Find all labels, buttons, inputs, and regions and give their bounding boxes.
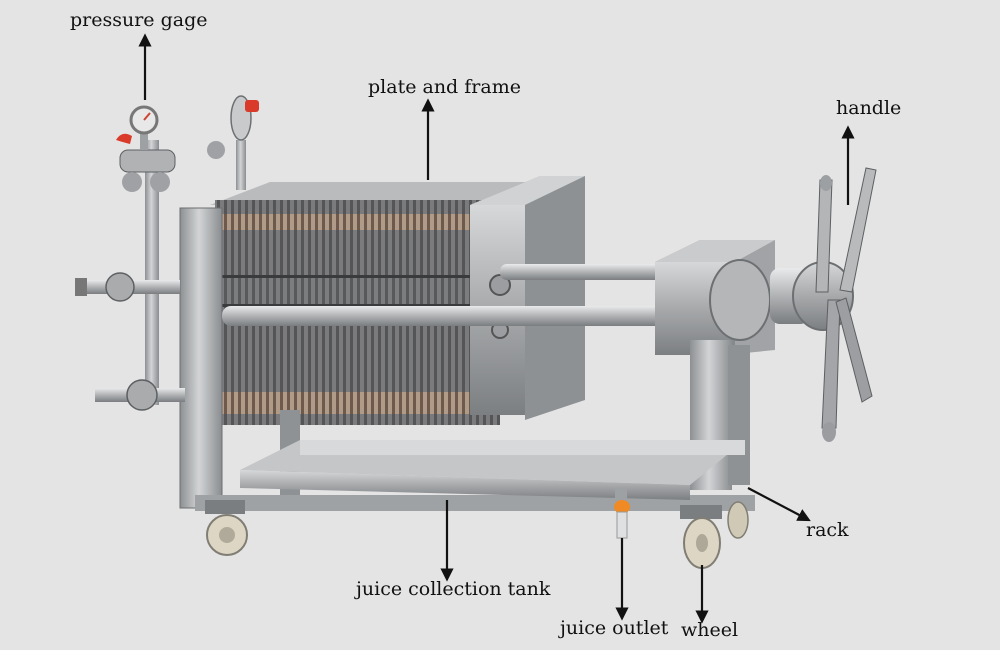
end-plate-block [470, 176, 585, 420]
tie-rods [222, 264, 700, 326]
callout-arrows [138, 33, 855, 624]
label-plate-and-frame: plate and frame [368, 76, 521, 98]
label-juice-outlet: juice outlet [560, 617, 669, 639]
label-wheel: wheel [681, 619, 739, 641]
label-handle: handle [836, 97, 902, 119]
safety-valve [207, 95, 259, 190]
label-rack: rack [806, 519, 849, 541]
label-juice-collection-tank: juice collection tank [356, 578, 551, 600]
screw-head [655, 240, 854, 355]
handle-bars [815, 167, 877, 442]
juice-collection-tray [240, 440, 745, 500]
juice-outlet-valve [614, 488, 630, 539]
label-pressure-gage: pressure gage [70, 9, 208, 31]
left-frame [179, 207, 223, 509]
inlet-piping [75, 140, 185, 411]
arrow-rack [747, 487, 811, 522]
filter-press-machine [75, 95, 877, 569]
pressure-gauge [116, 105, 159, 150]
